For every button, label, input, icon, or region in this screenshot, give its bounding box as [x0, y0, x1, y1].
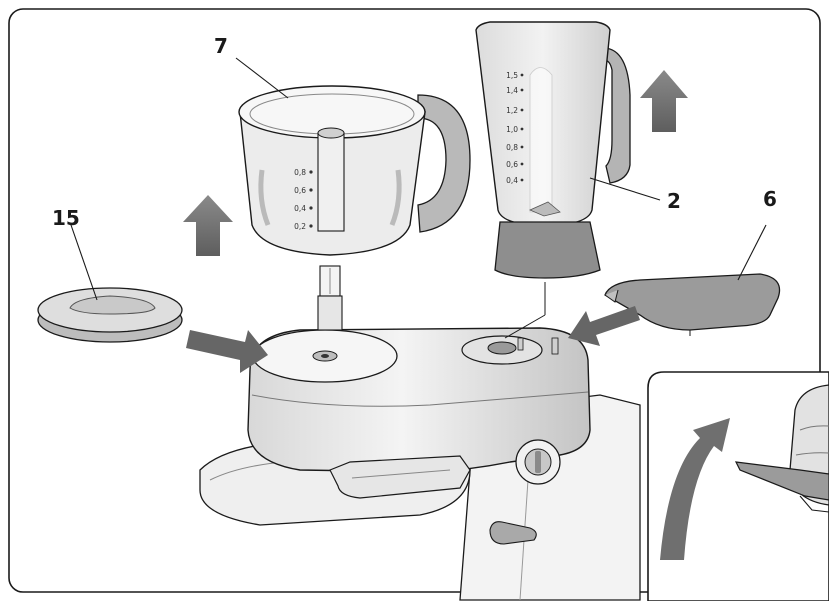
bowl-volume-scale: 0,8 0,6 0,4 0,2 — [294, 168, 313, 231]
bowl-scale-mark: 0,8 — [294, 168, 306, 177]
bowl-scale-mark: 0,4 — [294, 204, 306, 213]
arrow-left-icon — [568, 306, 640, 346]
callout-2: 2 — [667, 189, 681, 213]
direction-arrows — [183, 70, 688, 373]
blender-jug — [475, 21, 631, 279]
jug-scale-mark: 1,4 — [506, 86, 518, 95]
arrow-right-icon — [186, 330, 268, 373]
outlet-cover — [37, 287, 183, 343]
jug-volume-scale: 1,5 1,4 1,2 1,0 0,8 0,6 0,4 — [506, 71, 524, 185]
curved-arrow-icon — [660, 418, 730, 560]
food-processor-bowl — [238, 85, 471, 256]
jug-scale-mark: 0,6 — [506, 160, 518, 169]
jug-scale-mark: 1,2 — [506, 106, 518, 115]
drive-cover — [604, 273, 781, 336]
drive-shaft — [317, 265, 343, 331]
leader-lines — [70, 57, 767, 301]
inset-detail-panel — [647, 371, 829, 601]
callout-6: 6 — [763, 187, 777, 211]
bowl-scale-mark: 0,6 — [294, 186, 306, 195]
bowl-scale-mark: 0,2 — [294, 222, 306, 231]
jug-scale-mark: 1,0 — [506, 125, 518, 134]
jug-scale-mark: 0,4 — [506, 176, 518, 185]
callout-15: 15 — [52, 206, 80, 230]
jug-scale-mark: 0,8 — [506, 143, 518, 152]
arrow-up-jug-icon — [640, 70, 688, 132]
jug-scale-mark: 1,5 — [506, 71, 518, 80]
arrow-up-bowl-icon — [183, 195, 233, 256]
kitchen-machine-base — [199, 327, 641, 601]
speed-knob — [515, 439, 561, 485]
callout-7: 7 — [214, 34, 228, 58]
